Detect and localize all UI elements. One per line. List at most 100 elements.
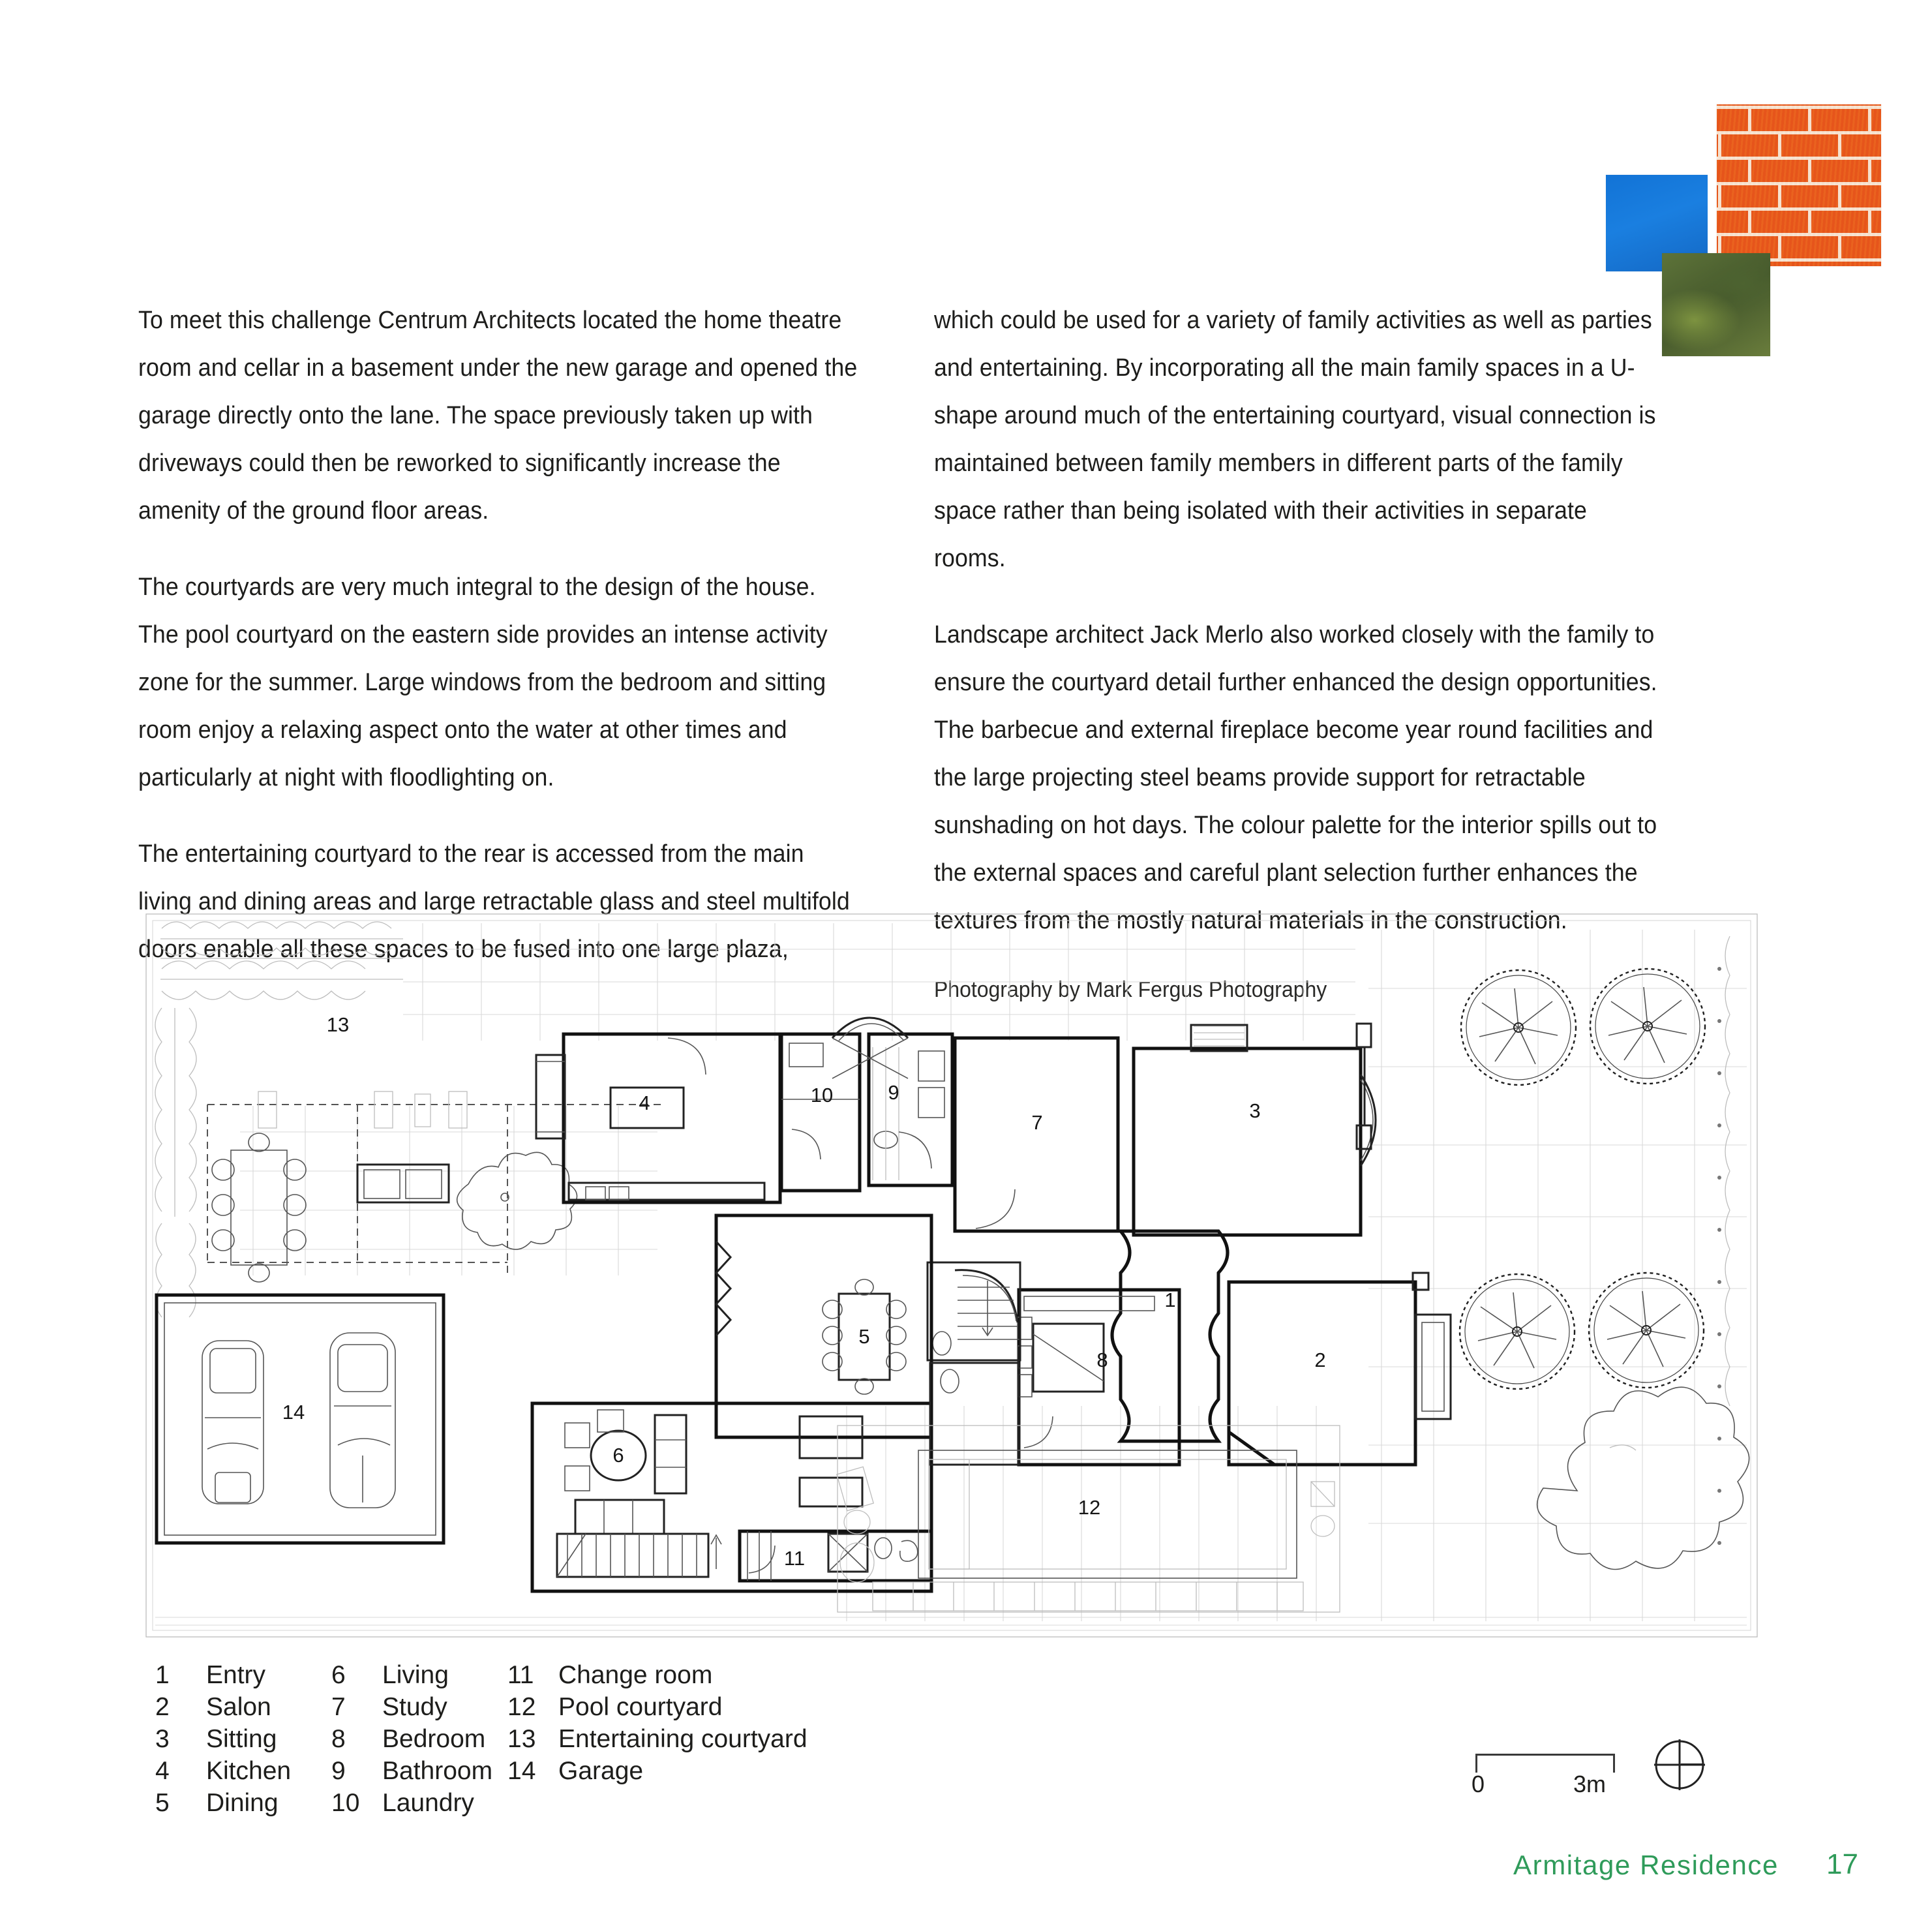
legend-label: Living xyxy=(382,1661,449,1689)
legend-number: 5 xyxy=(155,1789,170,1817)
room-number-garage: 14 xyxy=(282,1401,305,1424)
planter-boxes xyxy=(258,1091,468,1129)
legend-item: 11 Change room xyxy=(507,1659,847,1691)
legend-number: 4 xyxy=(155,1757,170,1785)
scale-label-max: 3m xyxy=(1573,1771,1607,1797)
canopy-tree xyxy=(1536,1386,1750,1570)
arched-canopy xyxy=(831,1016,909,1079)
bathroom-upper xyxy=(867,1032,954,1187)
scale-label-zero: 0 xyxy=(1472,1771,1485,1797)
legend-label: Salon xyxy=(206,1693,271,1721)
legend-number: 9 xyxy=(331,1757,346,1785)
north-compass-icon xyxy=(1654,1739,1705,1790)
room-number-bathroom: 9 xyxy=(888,1081,899,1104)
legend-number: 12 xyxy=(507,1693,536,1721)
article-right-column: which could be used for a variety of fam… xyxy=(934,297,1704,1006)
courtyard-tree xyxy=(457,1152,578,1250)
pool-courtyard-zone xyxy=(836,1425,1340,1613)
room-number-entertaining-courtyard: 13 xyxy=(327,1013,349,1036)
legend-label: Entertaining courtyard xyxy=(558,1725,808,1753)
legend-number: 6 xyxy=(331,1661,346,1689)
outdoor-dining-table xyxy=(211,1133,307,1283)
legend-label: Sitting xyxy=(206,1725,277,1753)
paragraph: The courtyards are very much integral to… xyxy=(138,573,828,791)
plan-legend: 1 Entry 2 Salon 3 Sitting 4 Kitchen 5 Di… xyxy=(155,1659,847,1819)
legend-item: 5 Dining xyxy=(155,1787,331,1819)
legend-item: 13 Entertaining courtyard xyxy=(507,1723,847,1755)
paragraph: To meet this challenge Centrum Architect… xyxy=(138,307,858,525)
legend-number: 11 xyxy=(507,1661,534,1689)
legend-item: 10 Laundry xyxy=(331,1787,507,1819)
room-number-living: 6 xyxy=(612,1444,624,1467)
photo-credit: Photography by Mark Fergus Photography xyxy=(934,977,1327,1002)
room-number-pool-courtyard: 12 xyxy=(1078,1496,1100,1519)
floor-plan-drawing: 14 4 10 xyxy=(142,910,1761,1641)
legend-item: 6 Living xyxy=(331,1659,507,1691)
legend-column: 1 Entry 2 Salon 3 Sitting 4 Kitchen 5 Di… xyxy=(155,1659,331,1819)
legend-item: 2 Salon xyxy=(155,1691,331,1723)
legend-label: Bathroom xyxy=(382,1757,493,1785)
legend-item: 8 Bedroom xyxy=(331,1723,507,1755)
dining-room xyxy=(714,1213,933,1439)
room-number-salon: 2 xyxy=(1314,1349,1325,1371)
pool-outline xyxy=(918,1450,1297,1579)
legend-item: 4 Kitchen xyxy=(155,1755,331,1787)
legend-label: Garage xyxy=(558,1757,644,1785)
legend-item: 7 Study xyxy=(331,1691,507,1723)
legend-label: Entry xyxy=(206,1661,266,1689)
room-number-study: 7 xyxy=(1031,1111,1042,1134)
legend-label: Pool courtyard xyxy=(558,1693,723,1721)
legend-number: 2 xyxy=(155,1693,170,1721)
legend-number: 7 xyxy=(331,1693,346,1721)
legend-number: 10 xyxy=(331,1789,360,1817)
living-room xyxy=(530,1401,933,1593)
sitting-room xyxy=(1132,1024,1377,1237)
kitchen-block xyxy=(535,1032,782,1204)
legend-label: Laundry xyxy=(382,1789,474,1817)
spiky-tree xyxy=(1458,968,1706,1390)
paving-pattern xyxy=(240,923,1747,1621)
car-outline xyxy=(202,1340,264,1504)
entry-hall xyxy=(1110,1229,1230,1443)
stair-curved xyxy=(926,1261,1021,1362)
outdoor-sofa xyxy=(356,1163,450,1204)
legend-column: 11 Change room 12 Pool courtyard 13 Ente… xyxy=(507,1659,847,1819)
south-boundary xyxy=(155,1617,1747,1626)
paragraph: which could be used for a variety of fam… xyxy=(934,307,1656,572)
room-number-dining: 5 xyxy=(858,1325,869,1348)
garage-room xyxy=(155,1293,445,1545)
study-room xyxy=(953,1036,1120,1233)
legend-label: Bedroom xyxy=(382,1725,486,1753)
room-number-sitting: 3 xyxy=(1249,1099,1260,1122)
paragraph: Landscape architect Jack Merlo also work… xyxy=(934,621,1657,934)
salon-room xyxy=(1227,1280,1452,1467)
brick-swatch xyxy=(1717,104,1881,266)
legend-item: 14 Garage xyxy=(507,1755,847,1787)
footer-project-title: Armitage Residence xyxy=(1513,1850,1779,1880)
change-room xyxy=(738,1529,933,1583)
service-block xyxy=(929,1362,1020,1466)
foliage-swatch xyxy=(1662,253,1770,356)
boundary-planting xyxy=(1717,936,1730,1545)
footer-page-number: 17 xyxy=(1826,1848,1858,1880)
laundry-room xyxy=(779,1032,862,1193)
room-number-bedroom: 8 xyxy=(1096,1349,1108,1371)
room-number-kitchen: 4 xyxy=(639,1091,650,1114)
legend-column: 6 Living 7 Study 8 Bedroom 9 Bathroom 10… xyxy=(331,1659,507,1819)
steel-posts xyxy=(1355,1022,1430,1291)
room-number-laundry: 10 xyxy=(811,1084,833,1106)
legend-label: Study xyxy=(382,1693,447,1721)
room-number-change-room: 11 xyxy=(784,1547,805,1570)
legend-item: 1 Entry xyxy=(155,1659,331,1691)
scale-bar xyxy=(1475,1754,1615,1776)
legend-label: Change room xyxy=(558,1661,713,1689)
legend-number: 13 xyxy=(507,1725,536,1753)
legend-label: Kitchen xyxy=(206,1757,292,1785)
legend-item: 9 Bathroom xyxy=(331,1755,507,1787)
legend-number: 14 xyxy=(507,1757,536,1785)
legend-item: 12 Pool courtyard xyxy=(507,1691,847,1723)
car-outline xyxy=(329,1332,396,1508)
article-left-column: To meet this challenge Centrum Architect… xyxy=(138,297,908,1002)
legend-label: Dining xyxy=(206,1789,279,1817)
stair-straight xyxy=(556,1533,722,1578)
